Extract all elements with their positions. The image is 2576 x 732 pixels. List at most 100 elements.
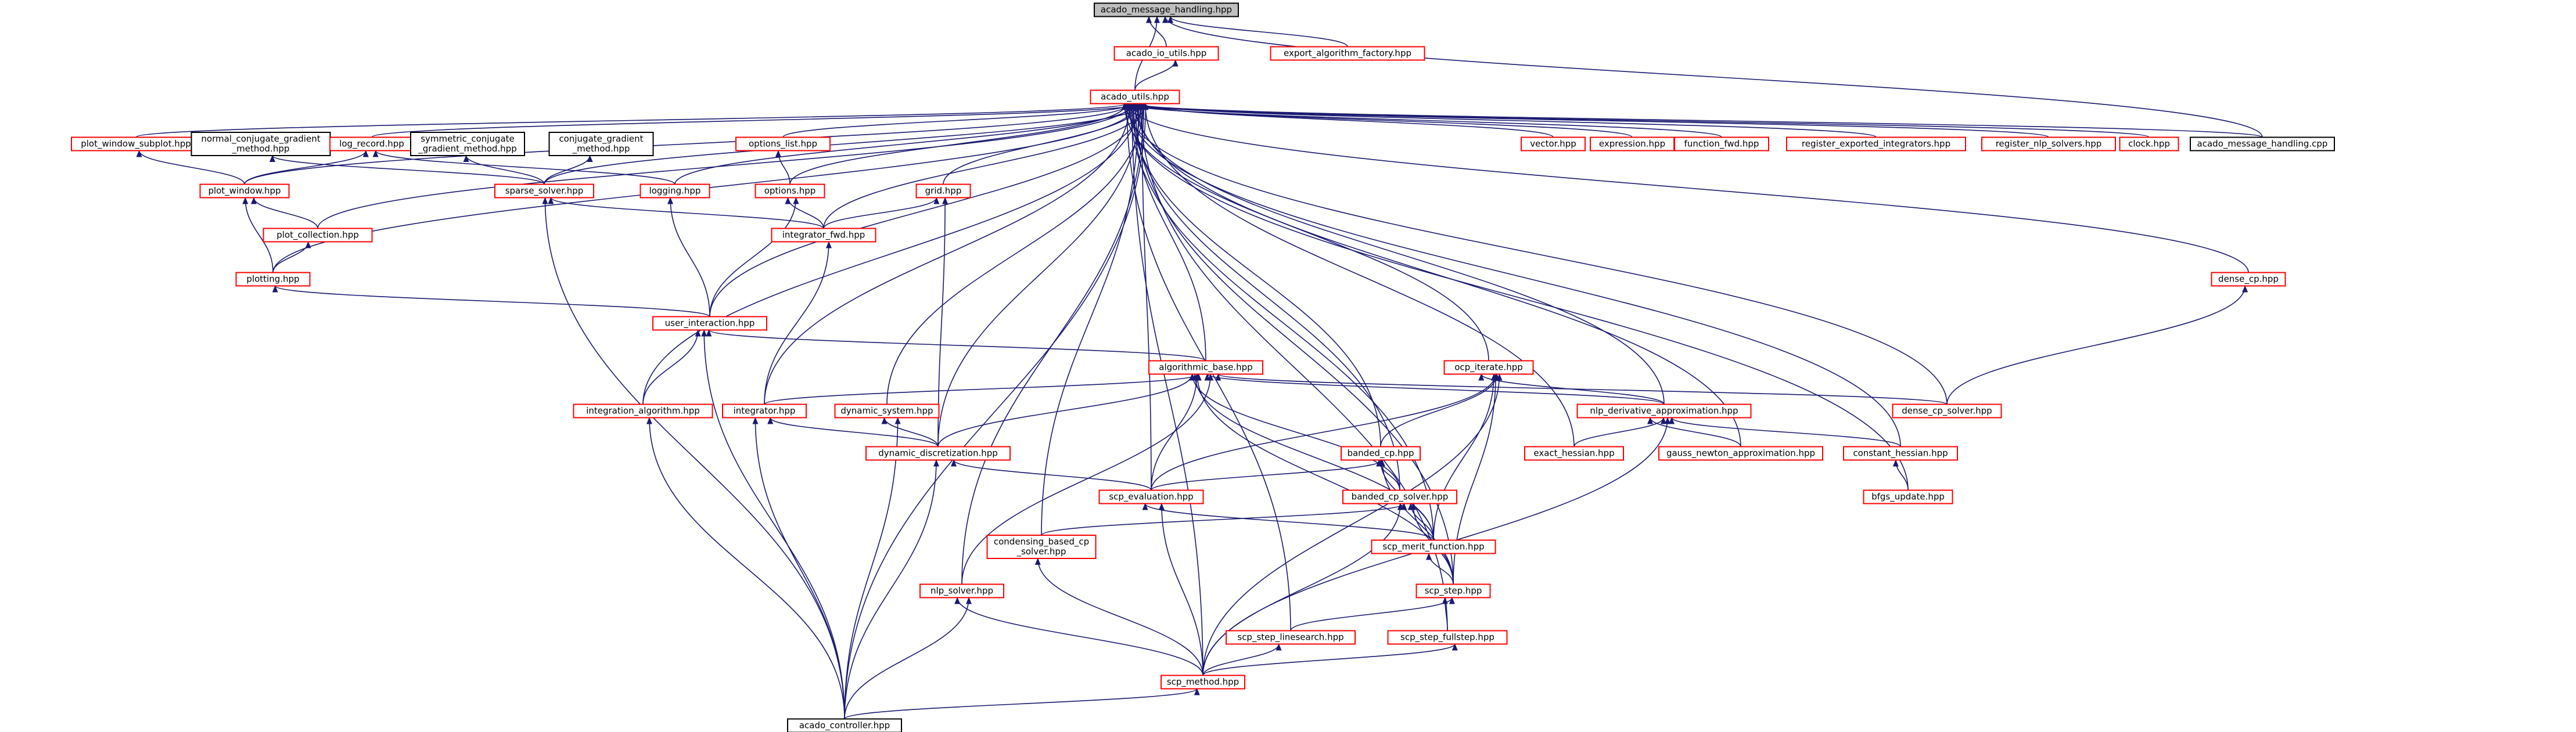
node-label: function_fwd.hpp — [1684, 139, 1759, 150]
edge-user_interaction_hpp-to-logging_hpp — [667, 197, 710, 317]
node-banded-cp-hpp[interactable]: banded_cp.hpp — [1341, 446, 1421, 461]
node-label: acado_message_handling.cpp — [2197, 139, 2328, 150]
edge-acado_controller_hpp-to-integration_algorithm_hpp — [646, 417, 845, 719]
node-box — [722, 403, 807, 419]
node-user-interaction-hpp[interactable]: user_interaction.hpp — [652, 316, 767, 331]
node-expression-hpp[interactable]: expression.hpp — [1590, 136, 1675, 152]
node-scp-merit-function-hpp[interactable]: scp_merit_function.hpp — [1371, 539, 1496, 554]
node-label: exact_hessian.hpp — [1533, 448, 1614, 459]
node-acado-utils-hpp[interactable]: acado_utils.hpp — [1090, 89, 1180, 104]
node-plot-window-subplot-hpp[interactable]: plot_window_subplot.hpp — [71, 136, 201, 152]
node-dynamic-discretization-hpp[interactable]: dynamic_discretization.hpp — [865, 446, 1011, 461]
edge-clock_hpp-to-acado_utils_hpp — [1122, 103, 2150, 138]
node-plot-window-hpp[interactable]: plot_window.hpp — [199, 183, 290, 199]
node-box — [1521, 136, 1586, 152]
edge-gauss_newton_approximation_hpp-to-nlp_derivative_approximation_hpp — [1647, 417, 1741, 447]
node-label: symmetric_conjugate — [421, 134, 515, 145]
node-scp-step-linesearch-hpp[interactable]: scp_step_linesearch.hpp — [1226, 630, 1356, 645]
node-label: scp_method.hpp — [1167, 677, 1239, 688]
node-condensing-based-cp-solver-hpp[interactable]: condensing_based_cp_solver.hpp — [986, 535, 1097, 559]
node-constant-hessian-hpp[interactable]: constant_hessian.hpp — [1843, 446, 1958, 461]
node-label: condensing_based_cp — [994, 536, 1089, 547]
node-function-fwd-hpp[interactable]: function_fwd.hpp — [1674, 136, 1769, 152]
node-logging-hpp[interactable]: logging.hpp — [639, 183, 710, 199]
edge-acado_controller_hpp-to-scp_method_hpp — [844, 688, 1200, 720]
edge-acado_controller_hpp-to-dynamic_system_hpp — [844, 417, 901, 719]
edge-scp_evaluation_hpp-to-ocp_iterate_hpp — [1151, 373, 1499, 491]
edge-constant_hessian_hpp-to-acado_utils_hpp — [1125, 103, 1901, 447]
edge-scp_method_hpp-to-banded_cp_solver_hpp — [1202, 503, 1403, 676]
edge-integration_algorithm_hpp-to-user_interaction_hpp — [642, 329, 701, 405]
edge-dense_cp_solver_hpp-to-acado_utils_hpp — [1123, 103, 1948, 405]
node-grid-hpp[interactable]: grid.hpp — [915, 183, 971, 199]
node-plotting-hpp[interactable]: plotting.hpp — [235, 272, 311, 287]
node-scp-evaluation-hpp[interactable]: scp_evaluation.hpp — [1098, 489, 1204, 504]
node-box — [1843, 446, 1958, 461]
edge-dense_cp_hpp-to-acado_utils_hpp — [1125, 103, 2249, 273]
node-box — [1226, 630, 1356, 645]
edge-logging_hpp-to-acado_utils_hpp — [674, 103, 1138, 185]
edge-banded_cp_solver_hpp-to-acado_utils_hpp — [1130, 103, 1400, 491]
node-algorithmic-base-hpp[interactable]: algorithmic_base.hpp — [1148, 360, 1263, 375]
node-label: ocp_iterate.hpp — [1454, 362, 1523, 373]
edge-user_interaction_hpp-to-plotting_hpp — [272, 285, 710, 318]
node-clock-hpp[interactable]: clock.hpp — [2119, 136, 2179, 152]
node-label: scp_step_fullstep.hpp — [1400, 632, 1494, 643]
edge-acado_message_handling_cpp-to-acado_utils_hpp — [1135, 103, 2263, 138]
node-bfgs-update-hpp[interactable]: bfgs_update.hpp — [1863, 489, 1953, 504]
node-integrator-fwd-hpp[interactable]: integrator_fwd.hpp — [771, 228, 876, 243]
edge-scp_step_hpp-to-scp_merit_function_hpp — [1426, 553, 1454, 585]
node-box — [771, 228, 876, 243]
edge-log_record_hpp-to-acado_utils_hpp — [371, 103, 1143, 138]
node-log-record-hpp[interactable]: log_record.hpp — [329, 136, 414, 152]
edge-sparse_solver_hpp-to-symmetric_conjugate_gradient_method_hpp — [463, 155, 545, 185]
node-label: options_list.hpp — [749, 139, 817, 150]
node-options-list-hpp[interactable]: options_list.hpp — [735, 136, 831, 152]
node-box — [652, 316, 767, 331]
node-nlp-solver-hpp[interactable]: nlp_solver.hpp — [919, 583, 1004, 598]
node-register-exported-integrators-hpp[interactable]: register_exported_integrators.hpp — [1786, 136, 1966, 152]
node-label: _method.hpp — [232, 143, 290, 154]
node-box — [199, 183, 290, 199]
node-label: plotting.hpp — [246, 274, 299, 284]
node-scp-step-hpp[interactable]: scp_step.hpp — [1415, 583, 1491, 598]
dependency-edges — [135, 16, 2263, 720]
node-options-hpp[interactable]: options.hpp — [755, 183, 825, 199]
edge-scp_step_hpp-to-acado_utils_hpp — [1132, 103, 1454, 585]
node-box — [1786, 136, 1966, 152]
edge-integration_algorithm_hpp-to-acado_utils_hpp — [642, 103, 1141, 405]
node-scp-method-hpp[interactable]: scp_method.hpp — [1161, 675, 1245, 690]
edge-algorithmic_base_hpp-to-user_interaction_hpp — [706, 329, 1206, 362]
node-box — [263, 228, 373, 243]
node-banded-cp-solver-hpp[interactable]: banded_cp_solver.hpp — [1342, 489, 1457, 504]
node-plot-collection-hpp[interactable]: plot_collection.hpp — [263, 228, 373, 243]
node-export-algorithm-factory-hpp[interactable]: export_algorithm_factory.hpp — [1270, 46, 1425, 61]
node-dense-cp-solver-hpp[interactable]: dense_cp_solver.hpp — [1892, 403, 2002, 419]
edge-acado_controller_hpp-to-integrator_hpp — [752, 417, 845, 719]
node-label: register_exported_integrators.hpp — [1802, 139, 1950, 150]
node-ocp-iterate-hpp[interactable]: ocp_iterate.hpp — [1443, 360, 1534, 375]
node-exact-hessian-hpp[interactable]: exact_hessian.hpp — [1524, 446, 1624, 461]
node-integration-algorithm-hpp[interactable]: integration_algorithm.hpp — [573, 403, 713, 419]
node-sparse-solver-hpp[interactable]: sparse_solver.hpp — [494, 183, 594, 199]
edge-scp_merit_function_hpp-to-algorithmic_base_hpp — [1192, 373, 1434, 540]
node-dynamic-system-hpp[interactable]: dynamic_system.hpp — [834, 403, 940, 419]
node-dense-cp-hpp[interactable]: dense_cp.hpp — [2211, 272, 2286, 287]
edge-acado_controller_hpp-to-acado_utils_hpp — [844, 103, 1149, 719]
node-box — [1576, 403, 1752, 419]
edge-dense_cp_solver_hpp-to-algorithmic_base_hpp — [1215, 373, 1948, 405]
node-label: user_interaction.hpp — [665, 318, 755, 329]
edge-scp_step_hpp-to-banded_cp_hpp — [1379, 459, 1454, 585]
node-box — [1863, 489, 1953, 504]
node-box — [919, 583, 1004, 598]
node-label: options.hpp — [764, 186, 816, 196]
node-acado-io-utils-hpp[interactable]: acado_io_utils.hpp — [1113, 46, 1219, 61]
node-scp-step-fullstep-hpp[interactable]: scp_step_fullstep.hpp — [1387, 630, 1508, 645]
node-integrator-hpp[interactable]: integrator.hpp — [722, 403, 807, 419]
node-register-nlp-solvers-hpp[interactable]: register_nlp_solvers.hpp — [1981, 136, 2116, 152]
node-vector-hpp[interactable]: vector.hpp — [1521, 136, 1586, 152]
node-label: acado_message_handling.hpp — [1101, 5, 1232, 16]
edge-nlp_solver_hpp-to-algorithmic_base_hpp — [961, 373, 1214, 585]
node-nlp-derivative-approximation-hpp[interactable]: nlp_derivative_approximation.hpp — [1576, 403, 1752, 419]
node-gauss-newton-approximation-hpp[interactable]: gauss_newton_approximation.hpp — [1658, 446, 1823, 461]
